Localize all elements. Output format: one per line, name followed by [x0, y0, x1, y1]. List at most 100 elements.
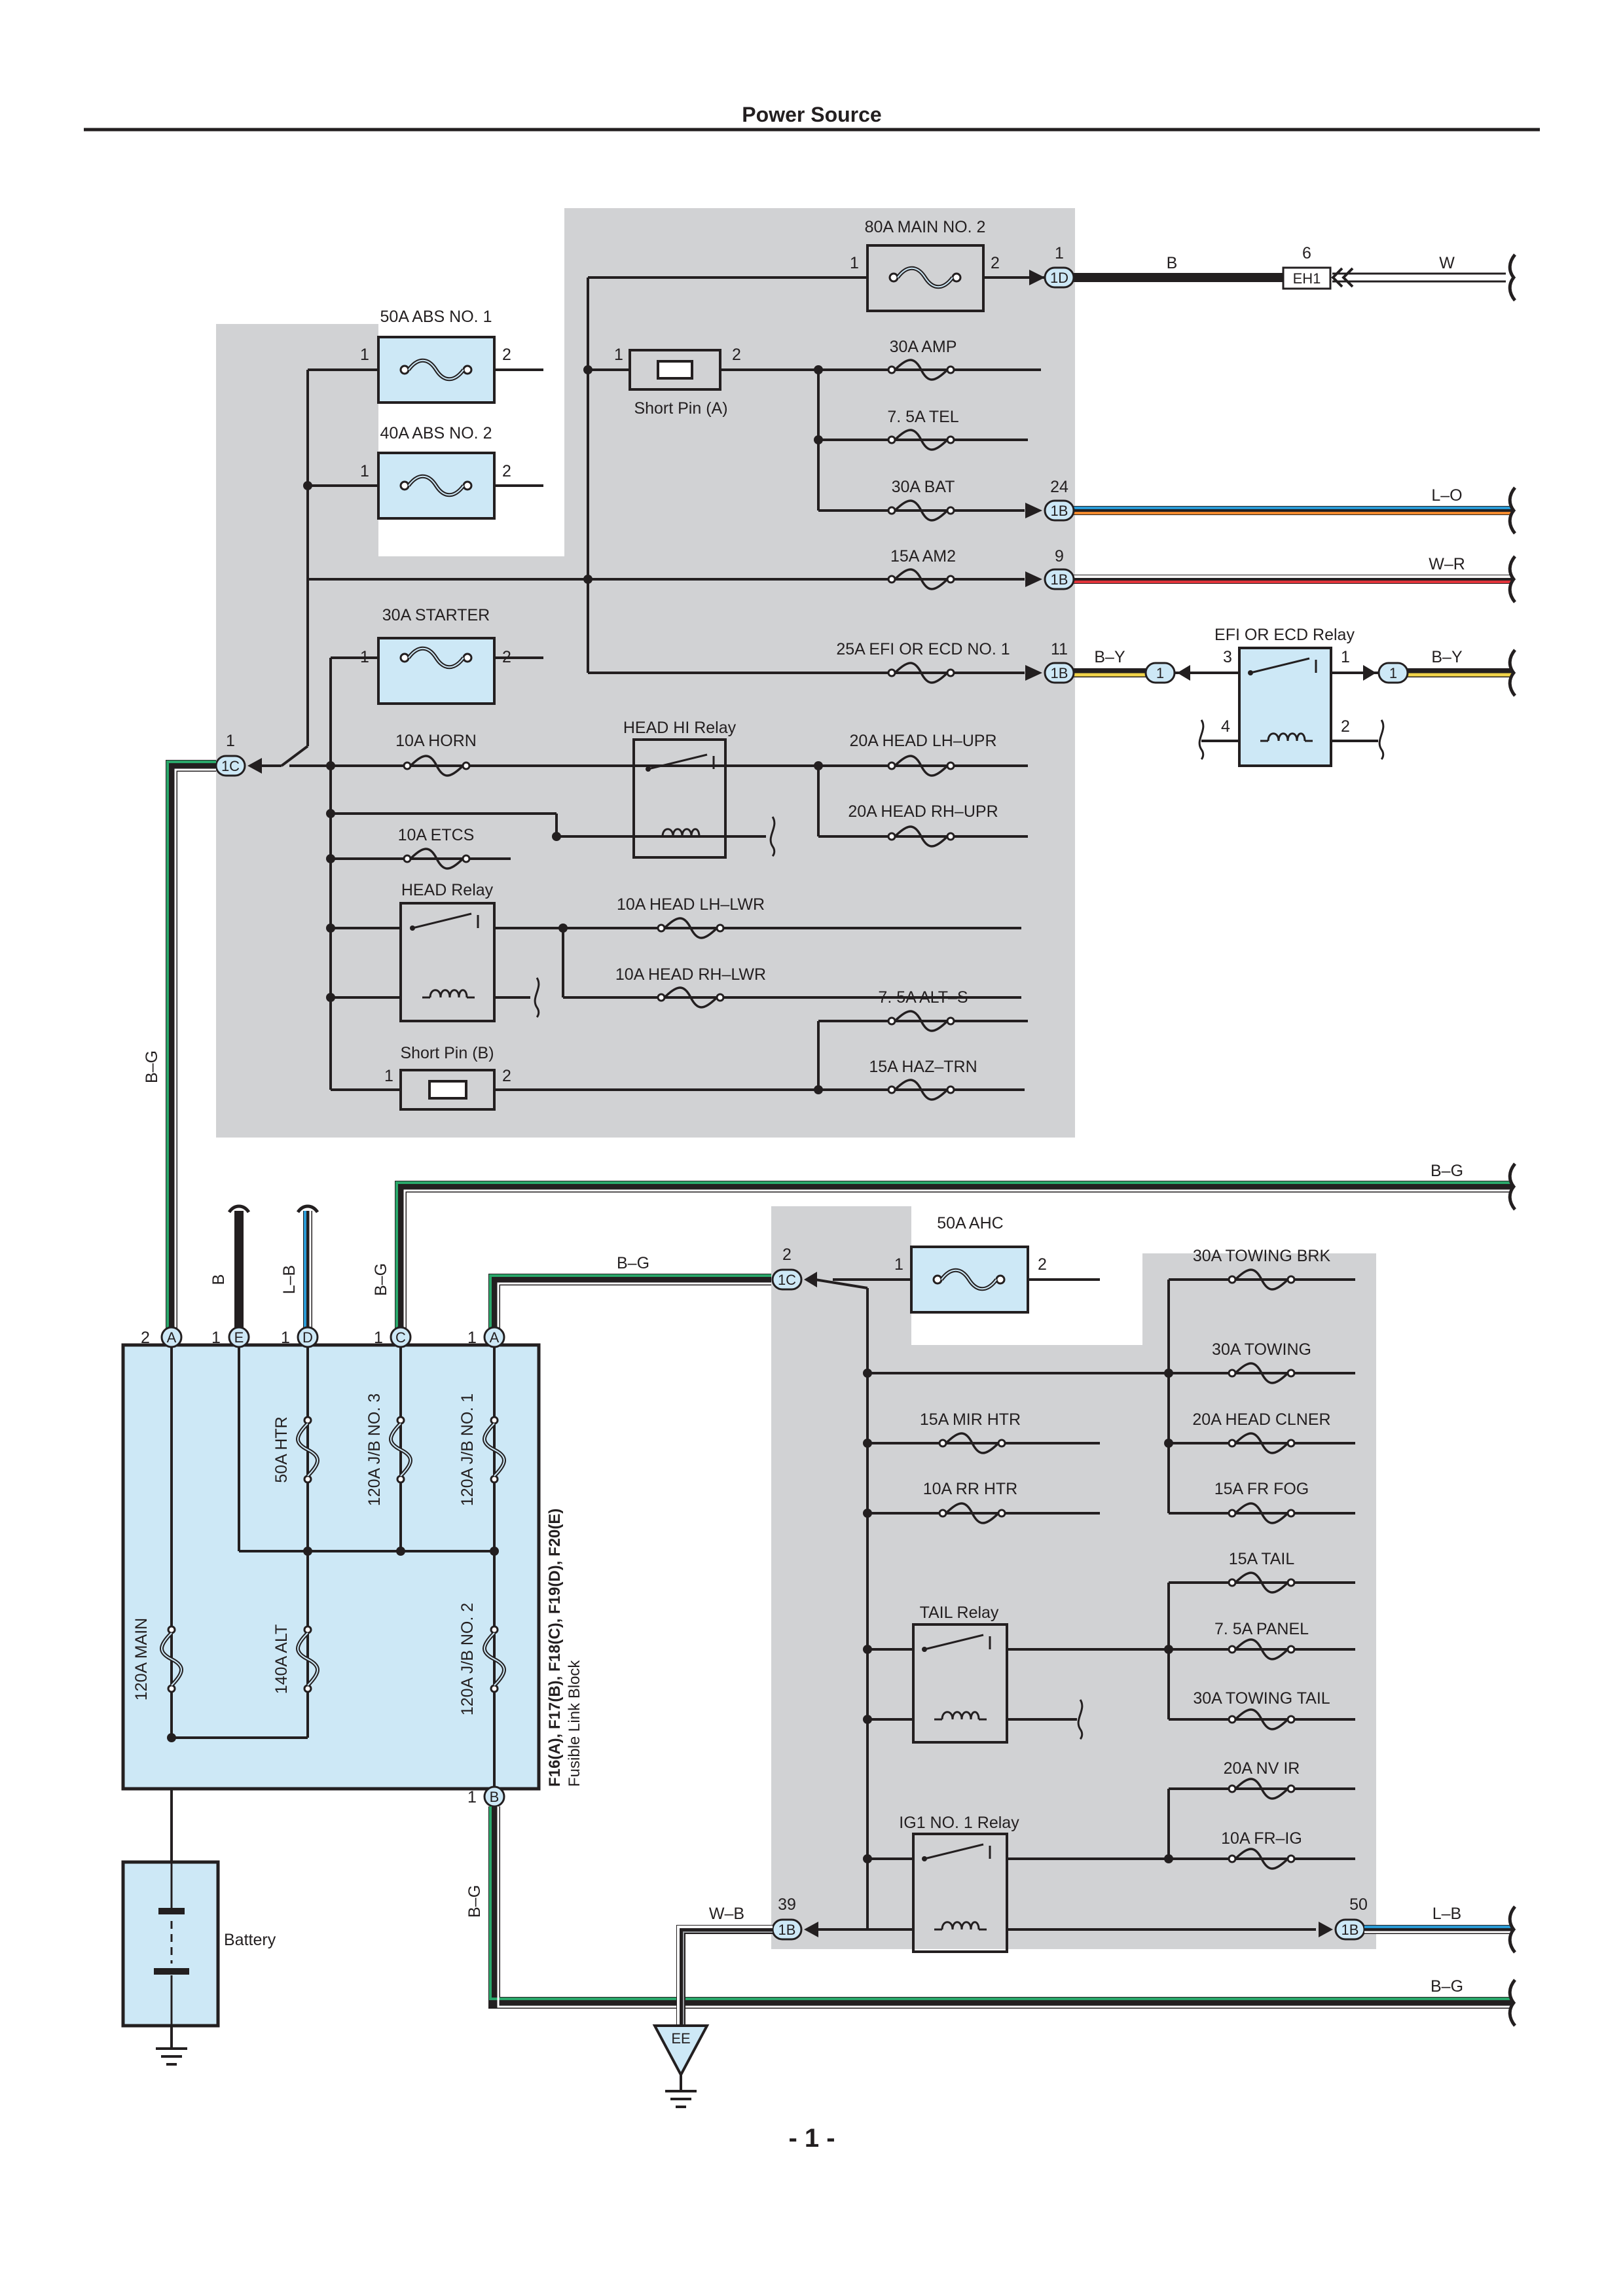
pin-label: 24	[1050, 478, 1068, 496]
fuse-label: 120A J/B NO. 3	[365, 1393, 384, 1506]
short-pin-a-element	[657, 360, 693, 380]
pin-label: 11	[1051, 640, 1068, 658]
connector-label: 1	[1156, 665, 1164, 681]
fuse-label: 20A HEAD RH–UPR	[848, 802, 998, 821]
head-hi-relay	[632, 738, 727, 859]
pin-label: 1	[360, 648, 369, 666]
connector-1b-24	[1044, 499, 1075, 522]
pin-letter: A	[490, 1329, 500, 1346]
connector-label: 1B	[1051, 665, 1068, 681]
fuse-label: 15A MIR HTR	[920, 1410, 1021, 1429]
fuse-label: 80A MAIN NO. 2	[865, 218, 986, 236]
pin-label: 1	[360, 346, 369, 364]
lower-junction-block-panel	[771, 1206, 1376, 1949]
short-pin-label: Short Pin (B)	[400, 1044, 494, 1062]
connector-label: 1B	[1051, 503, 1068, 519]
fuse-label: 140A ALT	[272, 1624, 291, 1695]
fuse-label: 50A AHC	[937, 1214, 1003, 1232]
pin-label: 1	[281, 1329, 290, 1347]
fuse-box-starter	[377, 637, 496, 705]
connector-label: 1B	[1051, 571, 1068, 588]
ground-icon	[665, 2075, 697, 2108]
fuse-label: 7. 5A TEL	[887, 408, 958, 426]
efi-ecd-relay	[1238, 647, 1332, 767]
relay-label: HEAD HI Relay	[623, 719, 737, 737]
connector-label: EH1	[1293, 270, 1321, 287]
pin-label: 1	[467, 1788, 477, 1806]
pin-label: 2	[502, 462, 511, 480]
pin-label: 39	[778, 1895, 796, 1914]
fuse-label: 25A EFI OR ECD NO. 1	[836, 640, 1010, 658]
fuse-label: 10A HORN	[395, 732, 477, 750]
wire-color-label: B–G	[1431, 1977, 1463, 1996]
pin-label: 50	[1349, 1895, 1368, 1914]
page-number: - 1 -	[788, 2124, 835, 2153]
relay-label: IG1 NO. 1 Relay	[899, 1814, 1019, 1832]
connector-1c-lower	[771, 1268, 803, 1291]
pin-label: 1	[211, 1329, 221, 1347]
wire-color-label: B–G	[372, 1263, 390, 1296]
wire-color-label: W	[1439, 254, 1455, 272]
pin-label: 2	[991, 254, 1000, 272]
pin-label: 1	[1341, 648, 1350, 666]
fuse-label: 20A HEAD LH–UPR	[849, 732, 996, 750]
battery-icon	[154, 1862, 189, 2026]
pin-label: 4	[1221, 717, 1230, 736]
pin-label: 1	[360, 462, 369, 480]
fuse-label: 10A HEAD LH–LWR	[617, 895, 765, 914]
pin-label: 1	[894, 1255, 903, 1274]
wire-color-label: B	[210, 1274, 228, 1285]
pin-label: 2	[502, 346, 511, 364]
pin-label: 2	[502, 1067, 511, 1085]
wire-color-label: B–G	[1431, 1162, 1463, 1180]
ground-label: EE	[671, 2030, 690, 2047]
pin-label: 1	[850, 254, 859, 272]
tail-relay	[912, 1623, 1008, 1744]
fuse-label: 30A BAT	[892, 478, 955, 496]
wire-color-label: B–G	[617, 1254, 649, 1272]
connector-label: 1B	[778, 1922, 796, 1938]
wire-lb-stub	[303, 1211, 312, 1329]
pin-label: 9	[1055, 547, 1064, 565]
fuse-label: 20A NV IR	[1224, 1759, 1300, 1778]
relay-label: HEAD Relay	[401, 881, 494, 899]
pin-label: 6	[1302, 244, 1311, 262]
bg-wire-to-1c	[488, 1274, 771, 1329]
wire-color-label: L–B	[1432, 1905, 1461, 1923]
pin-label: 1	[467, 1329, 477, 1347]
fusible-block-connectors: F16(A), F17(B), F18(C), F19(D), F20(E)	[546, 1509, 564, 1787]
short-pin-a	[629, 349, 721, 391]
fuse-label: 120A J/B NO. 2	[458, 1603, 477, 1715]
fuse-label: 40A ABS NO. 2	[380, 424, 492, 442]
fuse-label: 15A AM2	[890, 547, 956, 565]
fusible-link-internal	[167, 1337, 499, 1797]
fuse-label: 15A HAZ–TRN	[869, 1058, 977, 1076]
upper-output-wires	[1074, 267, 1512, 677]
fuse-label: 30A TOWING	[1212, 1340, 1311, 1359]
wire-continuation-icon	[1378, 719, 1385, 761]
wire-color-label: B–G	[143, 1050, 161, 1083]
pin-letter: C	[395, 1329, 406, 1346]
relay-label: EFI OR ECD Relay	[1214, 626, 1355, 644]
wb-ground-wire	[676, 1925, 773, 2026]
pin-label: 2	[141, 1329, 150, 1347]
relay-label: TAIL Relay	[920, 1604, 999, 1622]
upper-panel-wiring	[280, 276, 1041, 1094]
connector-1-b	[1377, 662, 1409, 684]
wire-color-label: B–G	[465, 1885, 484, 1918]
fusible-block-pins	[160, 1326, 505, 1808]
pin-letter: D	[302, 1329, 313, 1346]
head-relay	[399, 902, 496, 1022]
left-bg-wire	[166, 760, 216, 1329]
battery-label: Battery	[224, 1931, 276, 1949]
fuse-label: 120A MAIN	[132, 1618, 151, 1700]
wire-color-label: B–Y	[1094, 648, 1125, 666]
pin-label: 1	[614, 346, 623, 364]
fuse-label: 50A HTR	[272, 1416, 291, 1482]
pin-label: 2	[782, 1246, 792, 1264]
wire-color-label: W–R	[1429, 555, 1465, 573]
bottom-bg-wire	[488, 1806, 1512, 2009]
wire-color-label: L–O	[1431, 486, 1462, 505]
fuse-label: 10A HEAD RH–LWR	[615, 965, 766, 984]
